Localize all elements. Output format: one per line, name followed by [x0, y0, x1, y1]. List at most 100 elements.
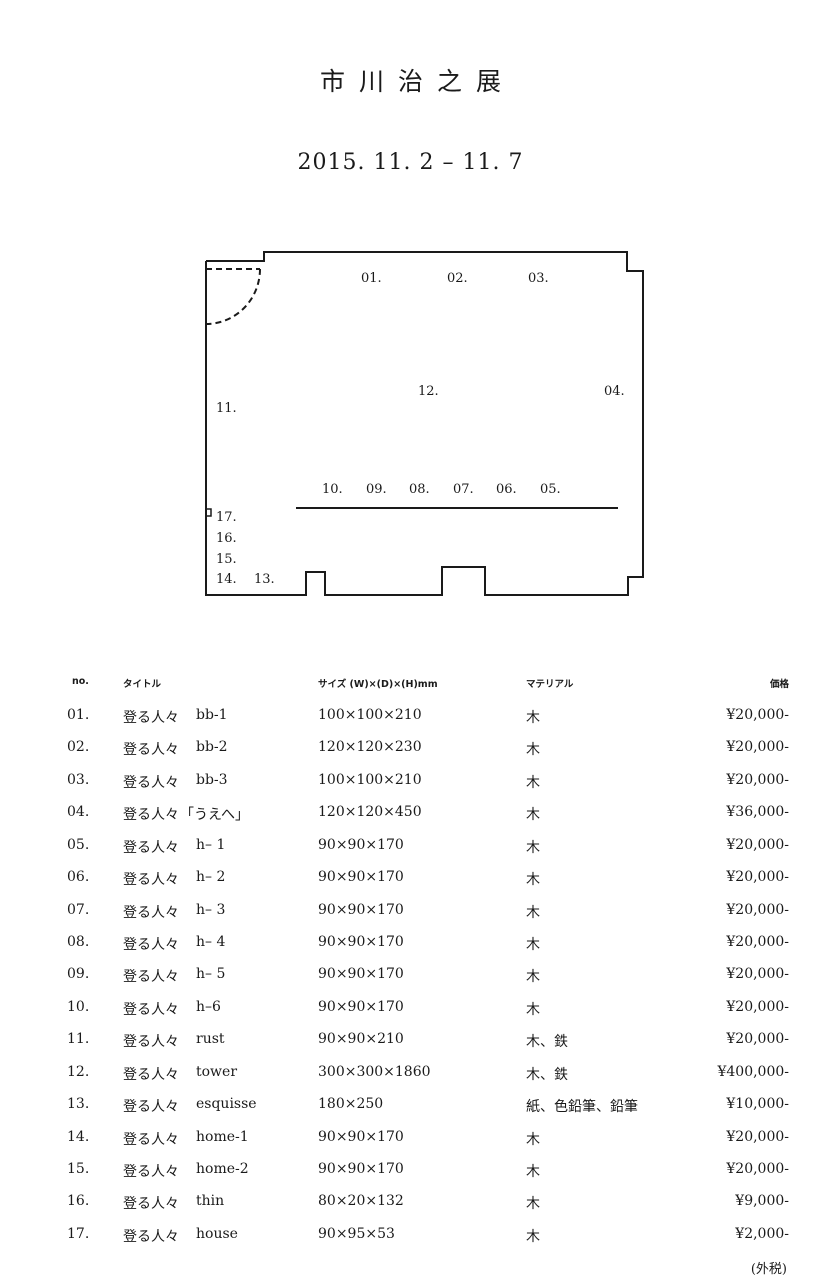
row-title: 登る人々 [123, 1099, 179, 1115]
floor-plan [205, 251, 644, 596]
row-material: 木、鉄 [526, 1067, 568, 1083]
table-row: 09. 登る人々 h– 5 90×90×170 木 ¥20,000- [0, 966, 821, 990]
tax-note: (外税) [750, 1262, 787, 1277]
table-row: 07. 登る人々 h– 3 90×90×170 木 ¥20,000- [0, 902, 821, 926]
table-row: 16. 登る人々 thin 80×20×132 木 ¥9,000- [0, 1193, 821, 1217]
floor-label-14: 14. [216, 572, 237, 587]
row-material: 木 [526, 1164, 540, 1180]
row-price: ¥36,000- [726, 804, 789, 820]
row-title: 登る人々 [123, 969, 179, 985]
row-size: 90×90×170 [318, 1129, 404, 1145]
row-title: 登る人々 [123, 1002, 179, 1018]
row-price: ¥2,000- [735, 1226, 789, 1242]
row-title: 登る人々 [123, 775, 179, 791]
row-no: 05. [67, 837, 90, 853]
floor-label-15: 15. [216, 552, 237, 567]
wall-notch [206, 508, 212, 517]
row-material: 木 [526, 969, 540, 985]
row-price: ¥20,000- [726, 934, 789, 950]
row-title: 登る人々 [123, 937, 179, 953]
row-variant: home-2 [196, 1161, 249, 1177]
row-variant: esquisse [196, 1096, 257, 1112]
table-row: 12. 登る人々 tower 300×300×1860 木、鉄 ¥400,000… [0, 1064, 821, 1088]
row-price: ¥20,000- [726, 707, 789, 723]
row-material: 木 [526, 905, 540, 921]
row-variant: tower [196, 1064, 238, 1080]
row-price: ¥400,000- [717, 1064, 789, 1080]
floor-label-06: 06. [496, 482, 517, 497]
row-variant: h– 4 [196, 934, 226, 950]
row-variant: bb-2 [196, 739, 228, 755]
row-material: 木 [526, 775, 540, 791]
row-material: 木 [526, 807, 540, 823]
row-material: 木 [526, 1002, 540, 1018]
row-variant: h– 3 [196, 902, 226, 918]
row-size: 90×90×170 [318, 999, 404, 1015]
table-row: 02. 登る人々 bb-2 120×120×230 木 ¥20,000- [0, 739, 821, 763]
row-title: 登る人々 [123, 1132, 179, 1148]
row-material: 木 [526, 937, 540, 953]
table-row: 14. 登る人々 home-1 90×90×170 木 ¥20,000- [0, 1129, 821, 1153]
floor-label-13: 13. [254, 572, 275, 587]
row-price: ¥10,000- [726, 1096, 789, 1112]
row-size: 90×90×170 [318, 837, 404, 853]
row-title: 登る人々 [123, 1067, 179, 1083]
table-row: 15. 登る人々 home-2 90×90×170 木 ¥20,000- [0, 1161, 821, 1185]
header-size: サイズ (W)×(D)×(H)mm [318, 679, 438, 690]
row-size: 90×90×170 [318, 934, 404, 950]
floor-label-05: 05. [540, 482, 561, 497]
row-title: 登る人々 [123, 1229, 179, 1245]
row-material: 木 [526, 710, 540, 726]
row-no: 17. [67, 1226, 90, 1242]
row-price: ¥20,000- [726, 1031, 789, 1047]
row-title: 登る人々 [123, 872, 179, 888]
row-price: ¥20,000- [726, 772, 789, 788]
row-price: ¥20,000- [726, 999, 789, 1015]
table-row: 08. 登る人々 h– 4 90×90×170 木 ¥20,000- [0, 934, 821, 958]
row-size: 100×100×210 [318, 707, 422, 723]
table-row: 11. 登る人々 rust 90×90×210 木、鉄 ¥20,000- [0, 1031, 821, 1055]
row-variant: h– 1 [196, 837, 226, 853]
row-no: 13. [67, 1096, 90, 1112]
row-size: 90×90×170 [318, 869, 404, 885]
row-variant: bb-1 [196, 707, 228, 723]
row-price: ¥20,000- [726, 739, 789, 755]
table-row: 06. 登る人々 h– 2 90×90×170 木 ¥20,000- [0, 869, 821, 893]
row-material: 木 [526, 1132, 540, 1148]
table-row: 01. 登る人々 bb-1 100×100×210 木 ¥20,000- [0, 707, 821, 731]
row-variant: thin [196, 1193, 225, 1209]
row-price: ¥20,000- [726, 1129, 789, 1145]
row-price: ¥20,000- [726, 837, 789, 853]
door-swing [205, 268, 261, 325]
row-variant: home-1 [196, 1129, 249, 1145]
row-no: 07. [67, 902, 90, 918]
table-header: no. タイトル サイズ (W)×(D)×(H)mm マテリアル 価格 [0, 676, 821, 692]
table-row: 03. 登る人々 bb-3 100×100×210 木 ¥20,000- [0, 772, 821, 796]
row-size: 120×120×230 [318, 739, 422, 755]
exhibition-date: 2015. 11. 2 – 11. 7 [297, 150, 524, 175]
row-variant: bb-3 [196, 772, 228, 788]
row-size: 90×90×170 [318, 1161, 404, 1177]
row-price: ¥20,000- [726, 902, 789, 918]
floor-label-17: 17. [216, 510, 237, 525]
row-title: 登る人々 [123, 1196, 179, 1212]
row-title: 登る人々 [123, 840, 179, 856]
row-no: 11. [67, 1031, 90, 1047]
row-material: 木、鉄 [526, 1034, 568, 1050]
row-title: 登る人々 [123, 1034, 179, 1050]
row-size: 80×20×132 [318, 1193, 404, 1209]
row-title: 登る人々 [123, 742, 179, 758]
row-title: 登る人々 [123, 710, 179, 726]
floor-label-07: 07. [453, 482, 474, 497]
row-price: ¥20,000- [726, 1161, 789, 1177]
floor-label-16: 16. [216, 531, 237, 546]
row-no: 06. [67, 869, 90, 885]
floor-label-08: 08. [409, 482, 430, 497]
floor-label-02: 02. [447, 271, 468, 286]
row-size: 180×250 [318, 1096, 384, 1112]
row-no: 16. [67, 1193, 90, 1209]
row-no: 10. [67, 999, 90, 1015]
row-title: 登る人々 [123, 1164, 179, 1180]
row-no: 02. [67, 739, 90, 755]
row-title: 登る人々 [123, 807, 179, 823]
